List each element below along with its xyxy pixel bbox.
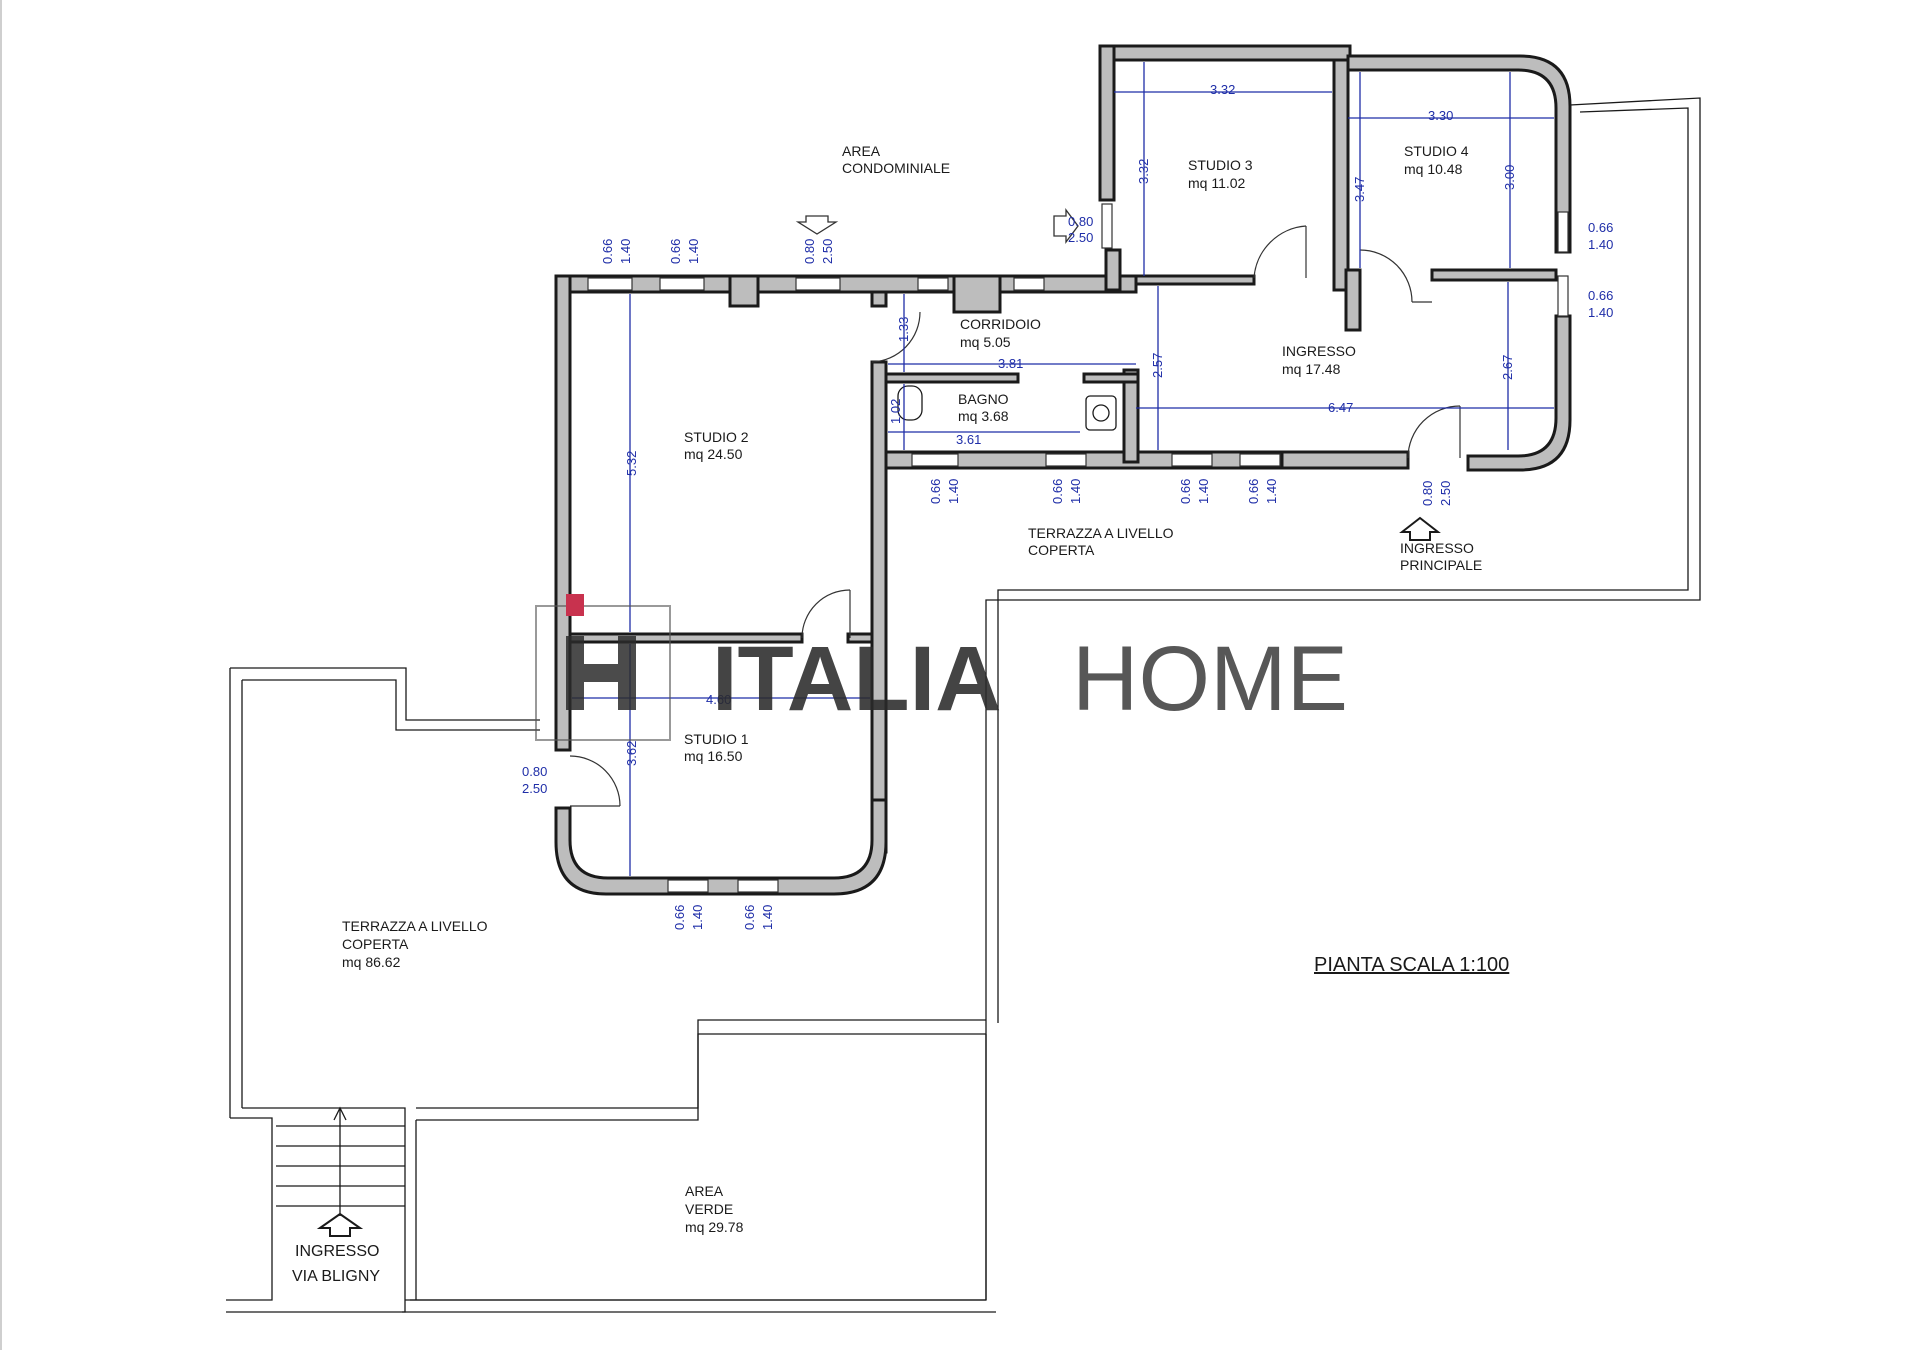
terrazza-left-label: COPERTA [342,936,409,952]
dimension-lines [572,62,1554,876]
corridoio-name: CORRIDOIO [960,316,1041,332]
studio1-area: mq 16.50 [684,748,743,764]
dim-window-h: 1.40 [618,239,633,264]
bagno-area: mq 3.68 [958,408,1009,424]
dim-door-h: 2.50 [1438,481,1453,506]
arrow-up-icon [1399,516,1441,541]
terrazza-left-label: TERRAZZA A LIVELLO [342,918,488,934]
dim-studio3-width: 3.32 [1210,82,1235,97]
dim-studio4-height-left: 3.47 [1352,177,1367,202]
arrow-up-icon [316,1212,364,1237]
watermark-accent [566,594,584,616]
dim-window-w: 0.66 [1588,288,1613,303]
dimension-values: 3.32 3.32 3.30 3.47 3.00 1.33 3.81 2.57 … [522,82,1613,930]
watermark-frame [535,605,671,741]
terrace-outlines [226,97,1701,1313]
ingresso-principale-label: PRINCIPALE [1400,557,1482,573]
scale-label: PIANTA SCALA 1:100 [1314,954,1509,976]
ingresso-area: mq 17.48 [1282,361,1341,377]
dim-window-h: 1.40 [760,905,775,930]
dim-bagno-w: 3.61 [956,432,981,447]
dim-studio2-h: 5.32 [624,451,639,476]
area-verde-label: VERDE [685,1201,733,1217]
dim-door-w: 0.80 [1068,214,1093,229]
arrow-down-icon [795,215,839,235]
terrazza-left-area: mq 86.62 [342,954,401,970]
dim-corridoio-h: 1.33 [896,317,911,342]
watermark-h-logo [566,636,636,710]
dim-window-w: 0.66 [672,905,687,930]
dim-window-w: 0.66 [1246,479,1261,504]
entrance-arrows [316,208,1441,1237]
corridoio-area: mq 5.05 [960,334,1011,350]
studio4-name: STUDIO 4 [1404,143,1469,159]
ingresso-name: INGRESSO [1282,343,1356,359]
dim-studio4-width: 3.30 [1428,108,1453,123]
dim-window-w: 0.66 [742,905,757,930]
dim-window-w: 0.66 [1588,220,1613,235]
dim-studio4-height-right: 3.00 [1502,165,1517,190]
dim-ingresso-w: 6.47 [1328,400,1353,415]
dim-window-h: 1.40 [1068,479,1083,504]
dim-window-h: 1.40 [1588,305,1613,320]
dim-window-w: 0.66 [928,479,943,504]
dim-door-h: 2.50 [522,781,547,796]
terrazza-top-label: COPERTA [1028,542,1095,558]
dim-bagno-h: 1.02 [888,399,903,424]
dim-door-h: 2.50 [820,239,835,264]
watermark-thin-text: HOME [1072,628,1348,730]
studio4-area: mq 10.48 [1404,161,1463,177]
dim-door-w: 0.80 [522,764,547,779]
ingresso-bligny-label: VIA BLIGNY [292,1268,380,1285]
watermark: ITALIA HOME [535,594,1348,741]
dim-window-h: 1.40 [690,905,705,930]
dim-window-h: 1.40 [946,479,961,504]
area-condominiale-label: CONDOMINIALE [842,160,950,176]
stairs [276,1106,405,1216]
dim-corridoio-w: 3.81 [998,356,1023,371]
windows [587,203,1569,893]
terrazza-top-label: TERRAZZA A LIVELLO [1028,525,1174,541]
dim-studio1-h: 3.62 [624,741,639,766]
dim-window-h: 1.40 [1588,237,1613,252]
arrow-right-icon [1053,208,1079,244]
dim-window-w: 0.66 [600,239,615,264]
dim-door-h: 2.50 [1068,230,1093,245]
doors [569,225,1461,807]
area-verde-label: AREA [685,1183,724,1199]
studio2-area: mq 24.50 [684,446,743,462]
dim-door-w: 0.80 [802,239,817,264]
dim-window-w: 0.66 [1178,479,1193,504]
bagno-name: BAGNO [958,391,1009,407]
dim-window-h: 1.40 [1196,479,1211,504]
watermark-bold-text: ITALIA [712,628,1002,730]
dim-window-w: 0.66 [1050,479,1065,504]
studio3-name: STUDIO 3 [1188,157,1253,173]
ingresso-bligny-label: INGRESSO [295,1243,379,1260]
dim-ingresso-h: 2.57 [1150,353,1165,378]
bathroom-fixtures [897,385,1117,431]
dim-ingresso-h-right: 2.67 [1500,355,1515,380]
ingresso-principale-label: INGRESSO [1400,540,1474,556]
area-condominiale-label: AREA [842,143,881,159]
area-verde-area: mq 29.78 [685,1219,744,1235]
studio2-name: STUDIO 2 [684,429,749,445]
dim-door-w: 0.80 [1420,481,1435,506]
dim-window-w: 0.66 [668,239,683,264]
dim-window-h: 1.40 [1264,479,1279,504]
dim-window-h: 1.40 [686,239,701,264]
dim-studio3-height: 3.32 [1136,159,1151,184]
studio3-area: mq 11.02 [1188,175,1246,191]
dim-studio1-w: 4.60 [706,692,731,707]
studio1-name: STUDIO 1 [684,731,749,747]
